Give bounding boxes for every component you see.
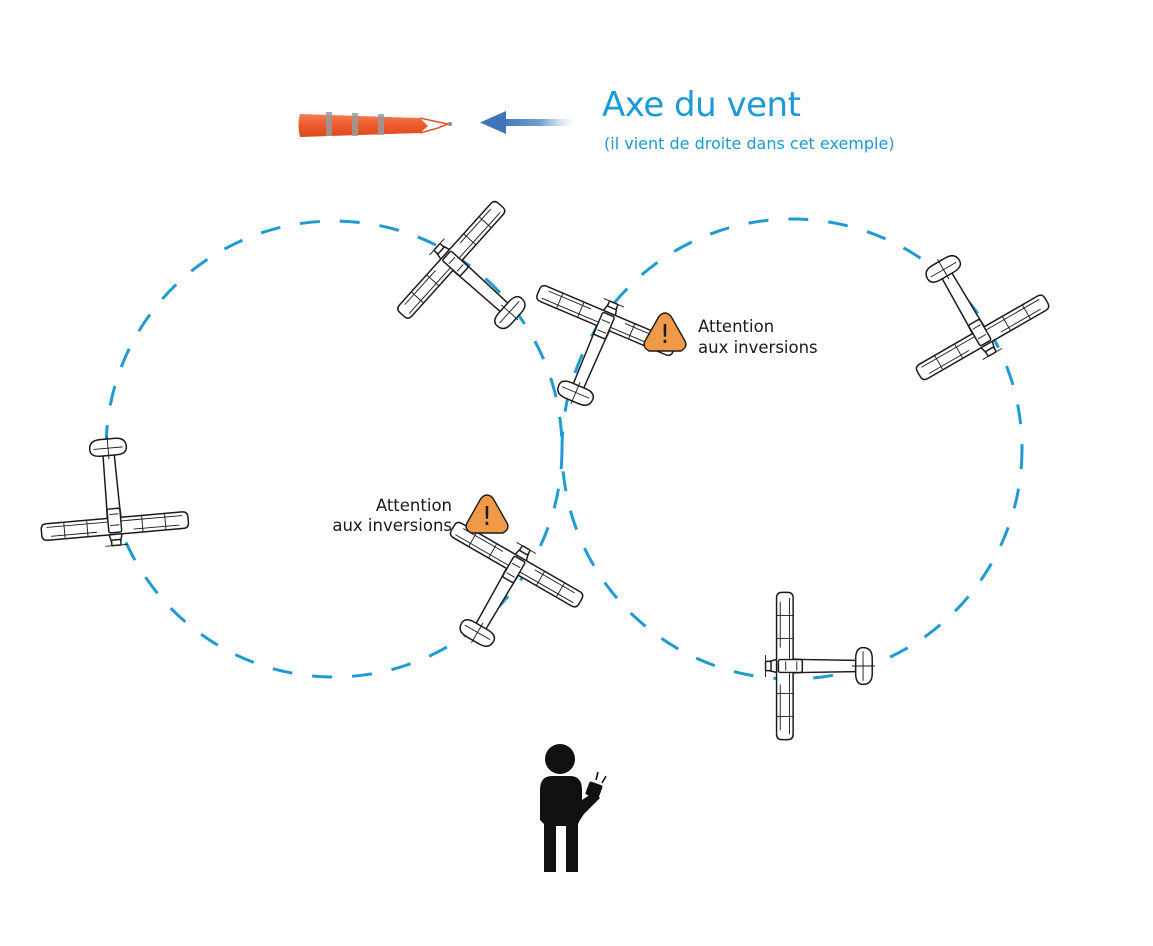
wind-direction-arrow-icon (480, 111, 572, 134)
airplane-icon (386, 191, 569, 376)
warning-mark: ! (660, 320, 670, 350)
windsock-stripe (378, 114, 384, 135)
windsock-stripe (326, 112, 332, 136)
warning-mark: ! (482, 502, 492, 532)
warning-text-line1: Attention (698, 317, 774, 336)
wind-axis-title: Axe du vent (602, 85, 801, 125)
warning-text-line2: aux inversions (332, 516, 452, 535)
airplane-icon (764, 591, 876, 741)
warning-text-line1: Attention (376, 496, 452, 515)
warning-icon: ! (643, 312, 687, 352)
windsock-icon (298, 112, 452, 137)
airplane-icon (32, 429, 191, 553)
pilot-with-transmitter-icon (540, 744, 607, 872)
airplane-icon (502, 273, 683, 434)
warning-icon: ! (465, 494, 509, 534)
wind-axis-subtitle: (il vient de droite dans cet exemple) (604, 134, 895, 153)
warning-text-line2: aux inversions (698, 338, 818, 357)
airplane-icon (873, 221, 1057, 392)
windsock-stripe (352, 113, 358, 136)
